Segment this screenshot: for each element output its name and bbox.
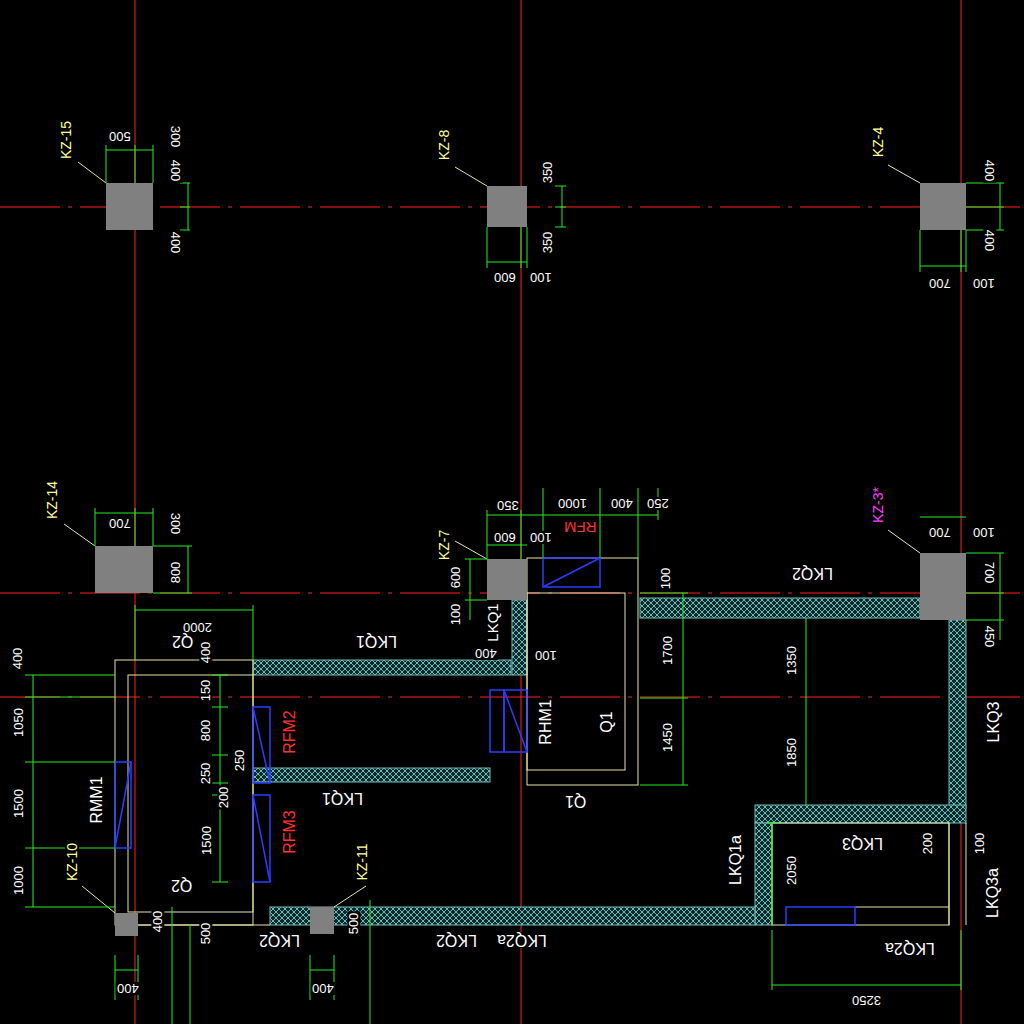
wall-tag: LKQ2 <box>791 565 834 581</box>
dimension: 500 <box>108 130 132 143</box>
dimension: 100 <box>972 526 996 539</box>
door-tag: RMM1 <box>89 775 105 824</box>
column-tag: KZ-15 <box>59 120 73 160</box>
dimension: 100 <box>659 566 672 590</box>
column-tag: KZ-7 <box>437 529 451 561</box>
dimension: 100 <box>972 277 996 290</box>
dimension: 400 <box>116 982 140 995</box>
dimension: 100 <box>534 649 558 662</box>
dimension: 300 <box>169 124 182 148</box>
dimension: 400 <box>169 158 182 182</box>
wall-tag: Q1 <box>599 710 615 733</box>
dimension: 1000 <box>557 497 588 510</box>
dimension: 100 <box>529 531 553 544</box>
wall-tag: LKQ1 <box>355 633 398 649</box>
wall-tag: Q2 <box>171 633 194 649</box>
dimension: 300 <box>169 511 182 535</box>
dimension: 100 <box>529 271 553 284</box>
dimension: 400 <box>474 647 498 660</box>
dimension: 150 <box>199 678 212 702</box>
dimension: 600 <box>493 531 517 544</box>
door-tag: RFM3 <box>282 809 298 855</box>
column-tag: KZ-3* <box>871 486 885 524</box>
dimension: 400 <box>169 230 182 254</box>
dimension: 1850 <box>784 737 797 768</box>
wall-tag: LKQ1a <box>728 834 744 886</box>
door-tag: RHM1 <box>538 698 554 745</box>
door-tag: RFM <box>563 520 598 535</box>
dimension: 350 <box>541 230 554 254</box>
walls <box>253 598 966 925</box>
dimension: 1350 <box>784 645 797 676</box>
dimension: 700 <box>928 277 952 290</box>
wall-tag: LKQ3 <box>841 835 884 851</box>
dimension: 1500 <box>199 825 212 856</box>
column-tag: KZ-11 <box>355 842 369 881</box>
column-tag: KZ-14 <box>45 480 59 520</box>
leaders <box>64 162 920 913</box>
dimension: 350 <box>496 499 520 512</box>
dimension: 400 <box>151 909 164 933</box>
dimension: 400 <box>311 982 335 995</box>
wall-tag: LKQ1 <box>321 790 364 806</box>
dimension: 1050 <box>11 707 24 738</box>
column-tag: KZ-4 <box>871 126 885 158</box>
wall-tag: Q1 <box>564 793 587 809</box>
dimension: 200 <box>921 831 934 855</box>
dimension: 350 <box>541 160 554 184</box>
wall-tag: LKQ2a <box>496 932 548 948</box>
wall-tag: LKQ3 <box>986 701 1002 744</box>
dimension: 3250 <box>851 994 882 1007</box>
dimension: 100 <box>449 602 462 626</box>
dimension: 1450 <box>660 722 673 753</box>
dimension: 400 <box>199 640 212 664</box>
dimension-lines <box>25 145 1004 1024</box>
outlines <box>115 558 966 925</box>
wall-tag: LKQ2 <box>435 932 478 948</box>
dimension: 700 <box>983 560 996 584</box>
dimension: 1700 <box>660 635 673 666</box>
dimension: 400 <box>11 646 24 670</box>
columns <box>95 183 966 936</box>
dimension: 500 <box>199 921 212 945</box>
dimension: 250 <box>646 497 670 510</box>
dimension: 800 <box>169 560 182 584</box>
dimension: 250 <box>199 761 212 785</box>
column-tag: KZ-8 <box>437 129 451 161</box>
dimension: 400 <box>983 228 996 252</box>
dimension: 450 <box>983 624 996 648</box>
doors <box>115 558 855 925</box>
wall-tag: LKQ2a <box>884 940 936 956</box>
wall-tag: Q2 <box>170 877 193 893</box>
wall-tag: LKQ2 <box>258 932 301 948</box>
dimension: 500 <box>347 911 360 935</box>
dimension: 2050 <box>784 855 797 886</box>
dimension: 100 <box>973 831 986 855</box>
dimension: 600 <box>493 271 517 284</box>
dimension: 700 <box>928 526 952 539</box>
dimension: 250 <box>233 748 246 772</box>
door-tag: RFM2 <box>282 709 298 755</box>
dimension: 1500 <box>11 788 24 819</box>
dimension: 400 <box>983 158 996 182</box>
wall-tag: LKQ1 <box>484 602 499 642</box>
column-tag: KZ-10 <box>65 842 79 882</box>
dimension: 400 <box>610 497 634 510</box>
dimension: 1000 <box>11 865 24 896</box>
dimension: 700 <box>108 517 132 530</box>
dimension: 800 <box>199 718 212 742</box>
dimension: 200 <box>217 785 230 809</box>
dimension: 600 <box>449 565 462 589</box>
dimension: 2000 <box>182 621 213 634</box>
wall-tag: LKQ3a <box>985 867 1001 919</box>
